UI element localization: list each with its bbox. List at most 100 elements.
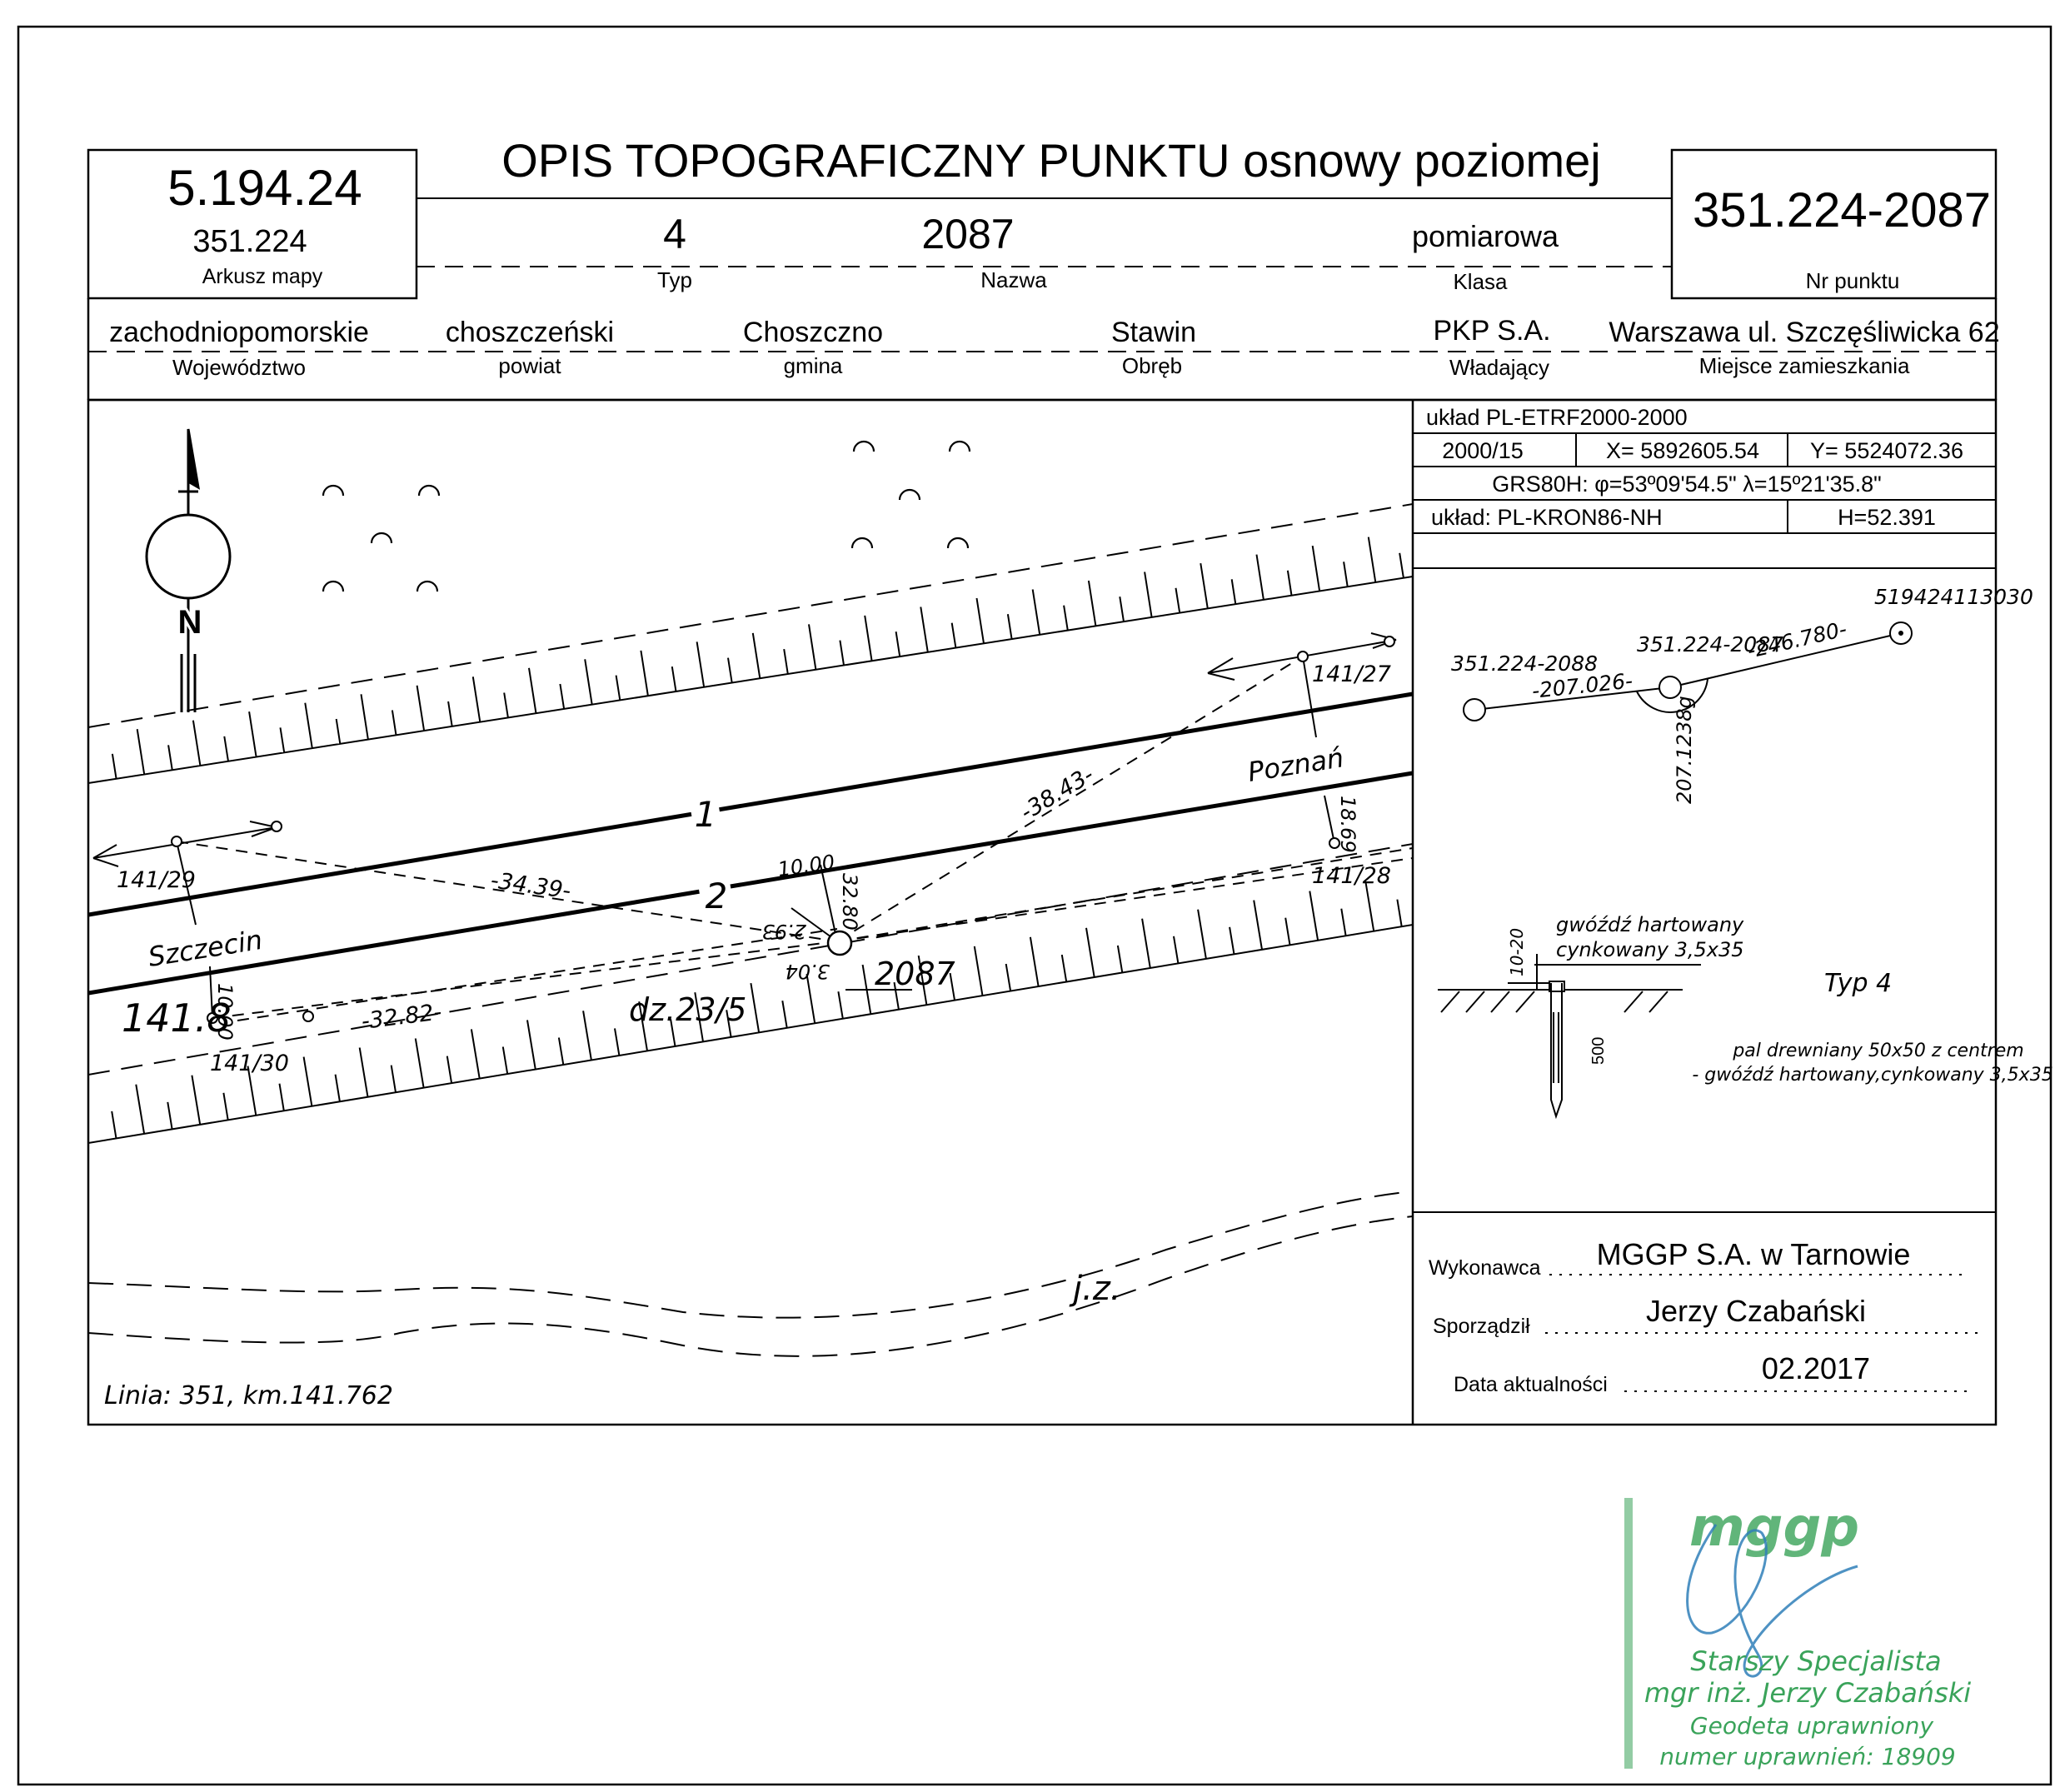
- monument-type: Typ 4: [1824, 969, 1892, 998]
- point-number-value: 351.224-2087: [1693, 183, 1991, 237]
- stamp-line-3: Geodeta uprawniony: [1690, 1712, 1934, 1740]
- point-label: 2087: [875, 956, 955, 992]
- tree-icon: [948, 440, 971, 452]
- network-point-left: 351.224-2088: [1451, 651, 1598, 676]
- network-diagram: [1463, 621, 1913, 721]
- marker-141-29: 141/29: [117, 867, 196, 893]
- owner-label: Władający: [1449, 355, 1549, 380]
- monument-depth: 10-20: [1507, 928, 1527, 976]
- city-right-label: Poznań: [1245, 741, 1345, 788]
- coordinate-grs: GRS80H: φ=53º09'54.5" λ=15º21'35.8": [1492, 472, 1882, 497]
- railway-tracks: [88, 691, 1413, 996]
- offset-lines: [176, 656, 1335, 1019]
- voivodeship-value: zachodniopomorskie: [109, 317, 369, 348]
- offset-10-00-left: 10.00: [213, 983, 237, 1041]
- nail-line-2: cynkowany 3,5x35: [1556, 938, 1743, 961]
- kilometre-arrows: [92, 632, 1397, 867]
- address-value: Warszawa ul. Szczęśliwicka 62: [1609, 317, 1999, 348]
- contractor-label: Wykonawca: [1429, 1256, 1541, 1280]
- embankment-hatching: [88, 537, 1413, 1144]
- signature-icon: [1686, 1524, 1858, 1678]
- offset-2-93: 2.93: [762, 920, 806, 943]
- distance-38-43: -38.43-: [1016, 762, 1099, 826]
- offset-10-00-track: 10.00: [776, 851, 836, 881]
- map-sheet-value: 351.224: [192, 224, 307, 259]
- measurement-lines: [176, 656, 1413, 1021]
- voivodeship-label: Województwo: [172, 355, 306, 380]
- county-label: powiat: [498, 353, 561, 378]
- type-label: Typ: [657, 267, 692, 292]
- tree-icon: [946, 537, 970, 549]
- sheet-number: 5.194.24: [167, 160, 362, 216]
- stamp-line-2: mgr inż. Jerzy Czabański: [1644, 1677, 1971, 1709]
- contractor-value: MGGP S.A. w Tarnowie: [1597, 1237, 1911, 1271]
- distance-32-82: -32.82-: [360, 999, 443, 1035]
- class-label: Klasa: [1453, 269, 1508, 294]
- stamp-bar: [1624, 1498, 1633, 1769]
- north-arrow-icon: [145, 428, 232, 712]
- location-sketch: N 1 2: [88, 428, 1413, 1410]
- tree-icons: [322, 440, 971, 592]
- marker-141-28: 141/28: [1312, 863, 1391, 889]
- address-label: Miejsce zamieszkania: [1699, 353, 1910, 378]
- network-point-right: 519424113030: [1874, 585, 2033, 609]
- parcel-label: dz.23/5: [629, 991, 746, 1028]
- tree-icon: [898, 488, 921, 501]
- mggp-logo-icon: mggp: [1689, 1497, 1859, 1559]
- control-point-icon: [826, 930, 853, 956]
- coordinate-y: Y= 5524072.36: [1810, 438, 1963, 463]
- author-label: Sporządził: [1433, 1315, 1530, 1338]
- offset-32-80: 32.80: [838, 873, 861, 931]
- km-marker-label: 141.8: [122, 996, 232, 1041]
- commune-value: Choszczno: [743, 317, 883, 348]
- type-value: 4: [663, 211, 686, 257]
- owner-value: PKP S.A.: [1433, 315, 1550, 347]
- nail-line-1: gwóźdź hartowany: [1556, 913, 1744, 936]
- county-value: choszczeński: [446, 317, 614, 348]
- date-label: Data aktualności: [1454, 1373, 1608, 1396]
- distance-34-39: -34.39-: [489, 867, 572, 904]
- monument-desc-2: - gwóźdź hartowany,cynkowany 3,5x35: [1692, 1065, 2053, 1086]
- map-sheet-label: Arkusz mapy: [202, 265, 323, 288]
- network-angle: 207.1238g: [1673, 696, 1696, 804]
- tree-icon: [322, 580, 345, 592]
- ditch-lines: [88, 1191, 1413, 1357]
- hatch-band: [88, 537, 1413, 784]
- name-value: 2087: [921, 211, 1014, 257]
- network-distance-right: -246.780-: [1745, 616, 1849, 663]
- offset-3-04: 3.04: [786, 960, 830, 983]
- author-value: Jerzy Czabański: [1646, 1294, 1866, 1328]
- monument-length: 500: [1589, 1037, 1608, 1065]
- height-system: układ: PL-KRON86-NH: [1431, 505, 1663, 530]
- marker-141-27: 141/27: [1312, 661, 1391, 687]
- point-number-label: Nr punktu: [1806, 268, 1900, 293]
- marker-141-30: 141/30: [210, 1051, 289, 1076]
- date-value: 02.2017: [1762, 1351, 1870, 1385]
- stamp-line-4: numer uprawnień: 18909: [1659, 1743, 1955, 1770]
- boundary-lines: [88, 503, 1413, 1076]
- offset-18-69: 18.69: [1336, 796, 1359, 853]
- line-info-label: Linia: 351, km.141.762: [104, 1381, 393, 1410]
- tree-icon: [416, 580, 439, 592]
- survey-points: [171, 636, 1395, 1024]
- coordinates-table: [1413, 432, 1996, 569]
- commune-label: gmina: [784, 353, 843, 378]
- approval-stamp: mggp Starszy Specjalista mgr inż. Jerzy …: [1624, 1497, 1971, 1770]
- coordinate-zone: 2000/15: [1442, 438, 1524, 463]
- precinct-label: Obręb: [1122, 353, 1182, 378]
- track-1-label: 1: [695, 794, 717, 835]
- sheet-border: [17, 25, 2053, 1786]
- track-2-label: 2: [706, 876, 728, 916]
- tree-icon: [852, 440, 875, 452]
- monument-drawing: [1438, 954, 1701, 1120]
- page-title: OPIS TOPOGRAFICZNY PUNKTU osnowy poziome…: [501, 134, 1600, 187]
- coordinate-system: układ PL-ETRF2000-2000: [1426, 405, 1688, 430]
- coordinate-x: X= 5892605.54: [1606, 438, 1759, 463]
- precinct-value: Stawin: [1111, 317, 1196, 348]
- tree-icon: [850, 537, 874, 549]
- north-label: N: [178, 604, 202, 641]
- tree-icon: [322, 484, 345, 497]
- tree-icon: [370, 532, 393, 544]
- ditch-label: j.z.: [1069, 1270, 1121, 1308]
